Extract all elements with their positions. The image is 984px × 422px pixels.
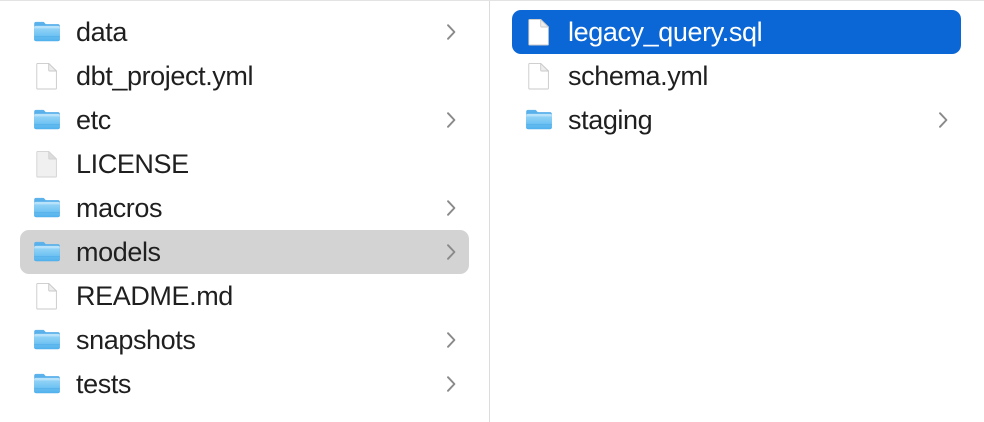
folder-row[interactable]: etc xyxy=(20,98,469,142)
chevron-right-icon xyxy=(445,374,457,394)
document-icon xyxy=(32,61,62,91)
file-name-label: dbt_project.yml xyxy=(76,61,254,91)
file-name-label: tests xyxy=(76,369,132,399)
chevron-right-icon xyxy=(445,198,457,218)
plain-document-icon xyxy=(32,149,62,179)
file-name-label: data xyxy=(76,17,127,47)
file-name-label: etc xyxy=(76,105,111,135)
file-name-label: README.md xyxy=(76,281,233,311)
document-icon xyxy=(524,17,554,47)
folder-icon xyxy=(32,105,62,135)
file-row[interactable]: schema.yml xyxy=(512,54,961,98)
folder-row[interactable]: snapshots xyxy=(20,318,469,362)
file-column-project[interactable]: data dbt_project.yml etc LICENSE xyxy=(0,1,490,422)
folder-icon xyxy=(524,105,554,135)
folder-icon xyxy=(32,369,62,399)
file-row[interactable]: legacy_query.sql xyxy=(512,10,961,54)
chevron-right-icon xyxy=(445,110,457,130)
folder-row[interactable]: staging xyxy=(512,98,961,142)
file-name-label: snapshots xyxy=(76,325,196,355)
folder-icon xyxy=(32,193,62,223)
folder-icon xyxy=(32,17,62,47)
folder-row[interactable]: macros xyxy=(20,186,469,230)
folder-icon xyxy=(32,325,62,355)
folder-icon xyxy=(32,237,62,267)
file-name-label: models xyxy=(76,237,161,267)
file-column-models[interactable]: legacy_query.sql schema.yml staging xyxy=(490,1,984,422)
chevron-right-icon xyxy=(445,22,457,42)
folder-row[interactable]: models xyxy=(20,230,469,274)
folder-row[interactable]: data xyxy=(20,10,469,54)
chevron-right-icon xyxy=(937,110,949,130)
chevron-right-icon xyxy=(445,330,457,350)
file-row[interactable]: dbt_project.yml xyxy=(20,54,469,98)
file-name-label: schema.yml xyxy=(568,61,709,91)
file-row[interactable]: README.md xyxy=(20,274,469,318)
file-name-label: legacy_query.sql xyxy=(568,17,763,47)
chevron-right-icon xyxy=(445,242,457,262)
file-name-label: macros xyxy=(76,193,163,223)
document-icon xyxy=(32,281,62,311)
file-name-label: staging xyxy=(568,105,653,135)
file-name-label: LICENSE xyxy=(76,149,189,179)
folder-row[interactable]: tests xyxy=(20,362,469,406)
file-row[interactable]: LICENSE xyxy=(20,142,469,186)
document-icon xyxy=(524,61,554,91)
